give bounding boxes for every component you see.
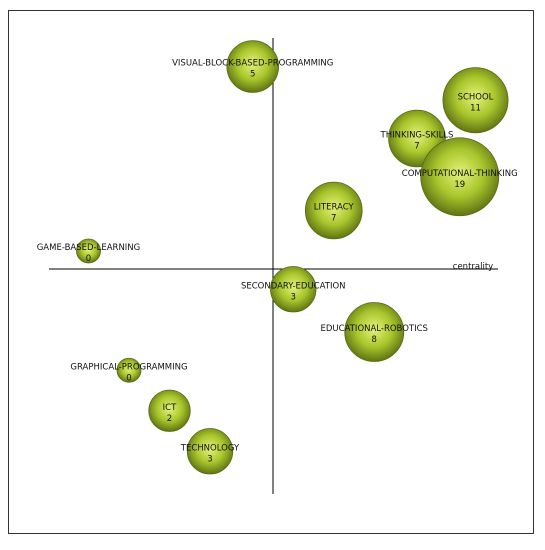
bubble-game-based-learning — [76, 238, 101, 264]
bubble-computational-thinking — [420, 137, 500, 217]
bubble-label-visual-block-based-programming: VISUAL-BLOCK-BASED-PROGRAMMING — [172, 59, 333, 69]
x-axis-label: centrality — [453, 262, 493, 272]
bubble-label-computational-thinking: COMPUTATIONAL-THINKING — [402, 169, 518, 179]
bubble-count-computational-thinking: 19 — [454, 180, 465, 190]
bubble-count-graphical-programming: 0 — [126, 373, 131, 383]
bubble-label-technology: TECHNOLOGY — [180, 443, 240, 453]
bubble-graphical-programming — [116, 357, 142, 383]
bubble-count-game-based-learning: 0 — [86, 254, 91, 264]
bubble-count-literacy: 7 — [331, 214, 336, 224]
bubble-count-visual-block-based-programming: 5 — [250, 70, 255, 80]
bubble-count-technology: 3 — [207, 454, 212, 464]
bubble-school — [442, 67, 509, 134]
bubble-secondary-education — [270, 266, 317, 313]
label-layer: VISUAL-BLOCK-BASED-PROGRAMMING5SCHOOL11T… — [37, 59, 518, 465]
bubble-count-educational-robotics: 8 — [372, 335, 377, 345]
bubble-label-school: SCHOOL — [458, 92, 494, 102]
bubble-label-secondary-education: SECONDARY-EDUCATION — [241, 281, 346, 291]
bubble-count-secondary-education: 3 — [291, 292, 296, 302]
chart-frame — [8, 10, 534, 534]
bubble-label-educational-robotics: EDUCATIONAL-ROBOTICS — [321, 324, 428, 334]
bubble-label-literacy: LITERACY — [314, 203, 355, 213]
bubble-label-graphical-programming: GRAPHICAL-PROGRAMMING — [70, 362, 187, 372]
bubble-label-game-based-learning: GAME-BASED-LEARNING — [37, 243, 141, 253]
bubble-ict — [148, 389, 191, 432]
bubble-layer — [76, 40, 509, 475]
bubble-educational-robotics — [344, 302, 405, 362]
bubble-label-thinking-skills: THINKING-SKILLS — [380, 131, 454, 141]
bubble-count-thinking-skills: 7 — [414, 142, 419, 152]
bubble-label-ict: ICT — [163, 403, 177, 413]
bubble-visual-block-based-programming — [226, 40, 280, 93]
bubble-literacy — [304, 181, 363, 240]
bubble-count-ict: 2 — [167, 414, 172, 424]
bubble-count-school: 11 — [470, 103, 481, 113]
bubble-technology — [186, 428, 234, 475]
